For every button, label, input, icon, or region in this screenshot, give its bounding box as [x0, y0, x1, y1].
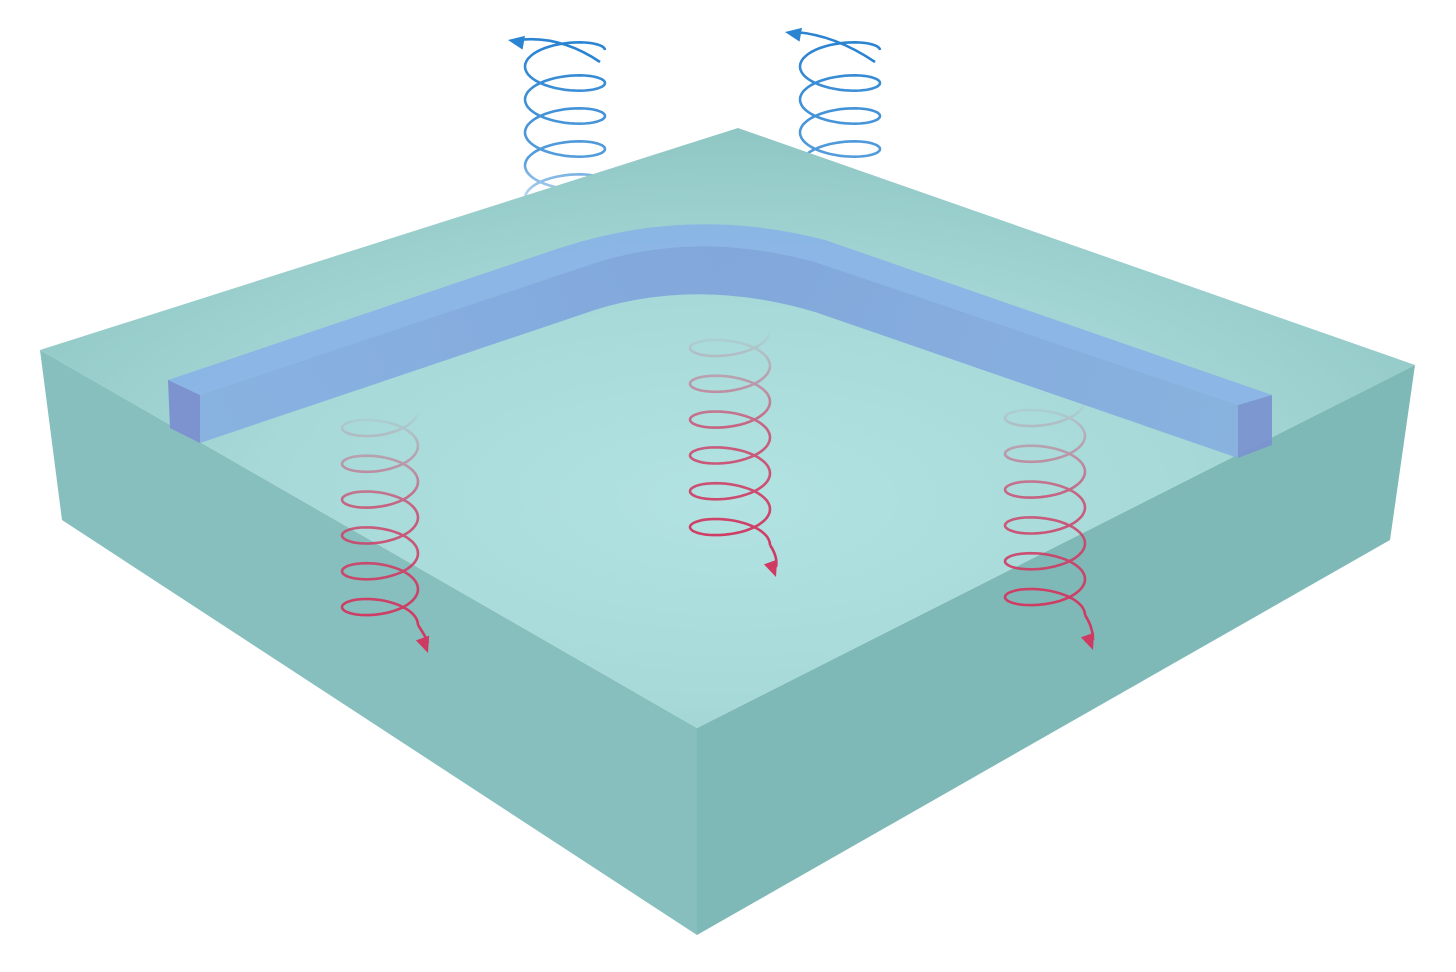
incident-spiral-center-arrowhead — [763, 559, 778, 577]
waveguide-front-face — [200, 246, 1238, 458]
incident-spiral-center — [688, 329, 778, 577]
incident-spiral-left-arrowhead — [415, 635, 430, 653]
emitted-spiral-right-arrowhead — [785, 27, 802, 42]
incident-spiral-left-helix — [340, 409, 420, 626]
incident-spiral-right-arrowhead — [1080, 632, 1095, 650]
slab-right-side — [697, 365, 1415, 935]
waveguide-end-right — [1238, 395, 1272, 458]
emitted-spiral-left-arrowhead — [508, 35, 525, 50]
l-waveguide — [168, 224, 1272, 458]
emitted-spiral-left-tail — [517, 37, 601, 64]
waveguide-top-surface — [168, 224, 1272, 405]
emitted-spiral-left — [508, 35, 607, 225]
waveguide-end-left — [168, 380, 200, 443]
incident-spiral-left — [340, 409, 430, 653]
emitted-spiral-right-tail — [794, 30, 876, 64]
slab-left-side — [40, 350, 697, 935]
emitted-spiral-left-helix — [523, 40, 607, 225]
incident-spiral-right — [1003, 399, 1095, 650]
incident-spiral-right-helix — [1003, 399, 1087, 616]
incident-spiral-center-helix — [688, 329, 772, 546]
